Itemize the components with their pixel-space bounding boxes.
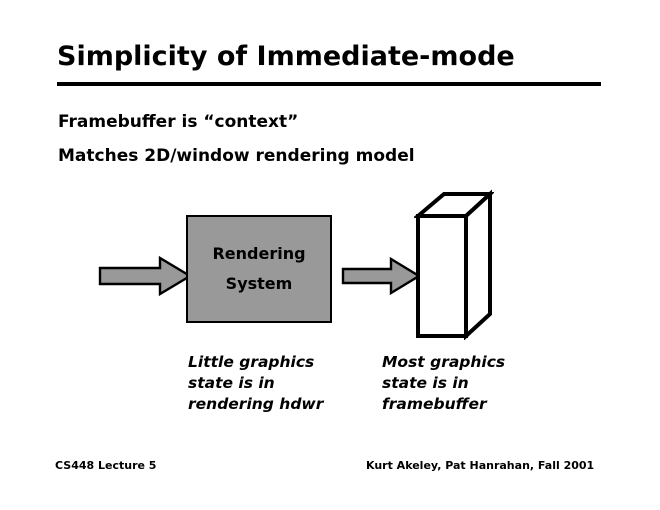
footer-lecture-label: CS448 Lecture 5 (55, 459, 157, 472)
caption-left: Little graphics state is in rendering hd… (188, 352, 323, 415)
bullet-line-1: Framebuffer is “context” (58, 112, 299, 132)
caption-right-line-3: framebuffer (382, 395, 487, 413)
footer-authors-label: Kurt Akeley, Pat Hanrahan, Fall 2001 (366, 459, 595, 472)
framebuffer-cube-icon (414, 189, 494, 340)
caption-left-line-3: rendering hdwr (188, 395, 324, 413)
rendering-system-label-line-1: Rendering (212, 244, 306, 263)
caption-right-line-1: Most graphics (382, 353, 506, 371)
rendering-system-box: Rendering System (186, 215, 332, 323)
title-divider (57, 82, 601, 86)
caption-right-line-2: state is in (382, 374, 469, 392)
bullet-line-2: Matches 2D/window rendering model (58, 146, 415, 166)
input-arrow-icon (98, 256, 192, 296)
caption-left-line-1: Little graphics (188, 353, 315, 371)
pipeline-diagram: Rendering System (0, 180, 660, 430)
caption-left-line-2: state is in (188, 374, 275, 392)
output-arrow-icon (341, 256, 421, 296)
page-title: Simplicity of Immediate-mode (57, 41, 515, 72)
caption-right: Most graphics state is in framebuffer (382, 352, 505, 415)
rendering-system-label-line-2: System (225, 274, 293, 293)
